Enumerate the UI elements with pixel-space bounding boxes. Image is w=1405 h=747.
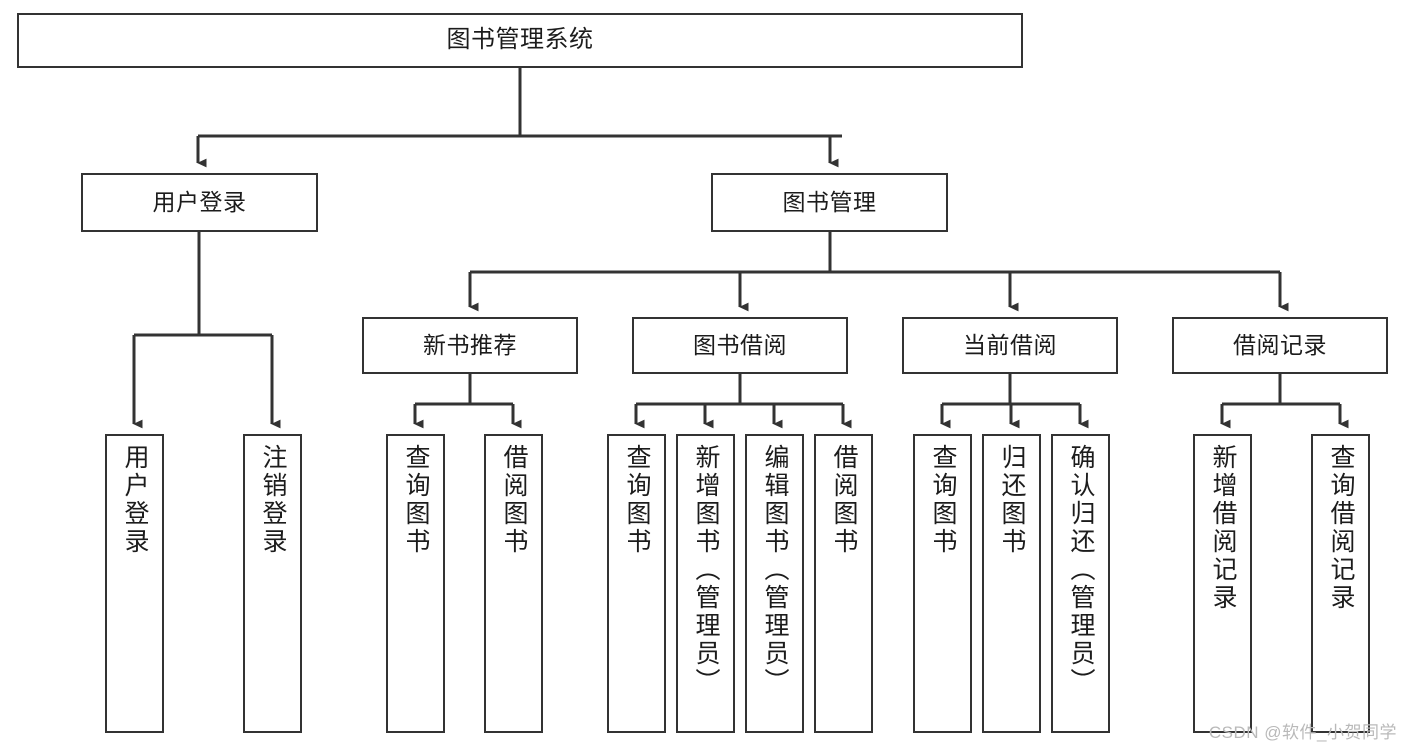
node-user-login[interactable]: 用户登录 (81, 173, 318, 232)
node-leaf-user-logout-label: 注销登录 (259, 444, 287, 556)
node-book-manage[interactable]: 图书管理 (711, 173, 948, 232)
node-leaf-return-book[interactable]: 归还图书 (982, 434, 1041, 733)
node-new-book-recommend-label: 新书推荐 (423, 331, 517, 358)
node-borrow-record-label: 借阅记录 (1233, 331, 1327, 358)
node-leaf-add-borrow-record[interactable]: 新增借阅记录 (1193, 434, 1252, 733)
node-borrow-record[interactable]: 借阅记录 (1172, 317, 1388, 374)
node-leaf-query-book-1[interactable]: 查询图书 (386, 434, 445, 733)
node-leaf-query-borrow-record-label: 查询借阅记录 (1327, 444, 1355, 612)
node-leaf-edit-book-admin-label: 编辑图书（管理员） (761, 444, 789, 696)
node-leaf-user-login[interactable]: 用户登录 (105, 434, 164, 733)
node-leaf-confirm-return-admin-label: 确认归还（管理员） (1067, 444, 1095, 696)
node-leaf-borrow-book-2[interactable]: 借阅图书 (814, 434, 873, 733)
node-leaf-borrow-book-2-label: 借阅图书 (830, 444, 858, 556)
node-book-borrow[interactable]: 图书借阅 (632, 317, 848, 374)
node-current-borrow[interactable]: 当前借阅 (902, 317, 1118, 374)
node-leaf-borrow-book-1-label: 借阅图书 (500, 444, 528, 556)
node-book-manage-label: 图书管理 (782, 188, 877, 215)
node-leaf-edit-book-admin[interactable]: 编辑图书（管理员） (745, 434, 804, 733)
node-book-borrow-label: 图书借阅 (693, 331, 787, 358)
node-leaf-query-book-3[interactable]: 查询图书 (913, 434, 972, 733)
node-leaf-add-borrow-record-label: 新增借阅记录 (1209, 444, 1237, 612)
node-leaf-query-book-3-label: 查询图书 (929, 444, 957, 556)
node-leaf-query-book-2[interactable]: 查询图书 (607, 434, 666, 733)
node-leaf-add-book-admin-label: 新增图书（管理员） (692, 444, 720, 696)
watermark-text: CSDN @软件_小贺同学 (1208, 723, 1397, 742)
node-leaf-borrow-book-1[interactable]: 借阅图书 (484, 434, 543, 733)
node-leaf-user-login-label: 用户登录 (121, 444, 149, 556)
node-leaf-add-book-admin[interactable]: 新增图书（管理员） (676, 434, 735, 733)
node-root[interactable]: 图书管理系统 (17, 13, 1023, 68)
node-leaf-return-book-label: 归还图书 (998, 444, 1026, 556)
node-new-book-recommend[interactable]: 新书推荐 (362, 317, 578, 374)
node-root-label: 图书管理系统 (446, 26, 594, 54)
node-leaf-query-book-1-label: 查询图书 (402, 444, 430, 556)
node-leaf-query-book-2-label: 查询图书 (623, 444, 651, 556)
node-leaf-user-logout[interactable]: 注销登录 (243, 434, 302, 733)
node-user-login-label: 用户登录 (152, 188, 247, 215)
node-leaf-query-borrow-record[interactable]: 查询借阅记录 (1311, 434, 1370, 733)
node-leaf-confirm-return-admin[interactable]: 确认归还（管理员） (1051, 434, 1110, 733)
node-current-borrow-label: 当前借阅 (963, 331, 1057, 358)
